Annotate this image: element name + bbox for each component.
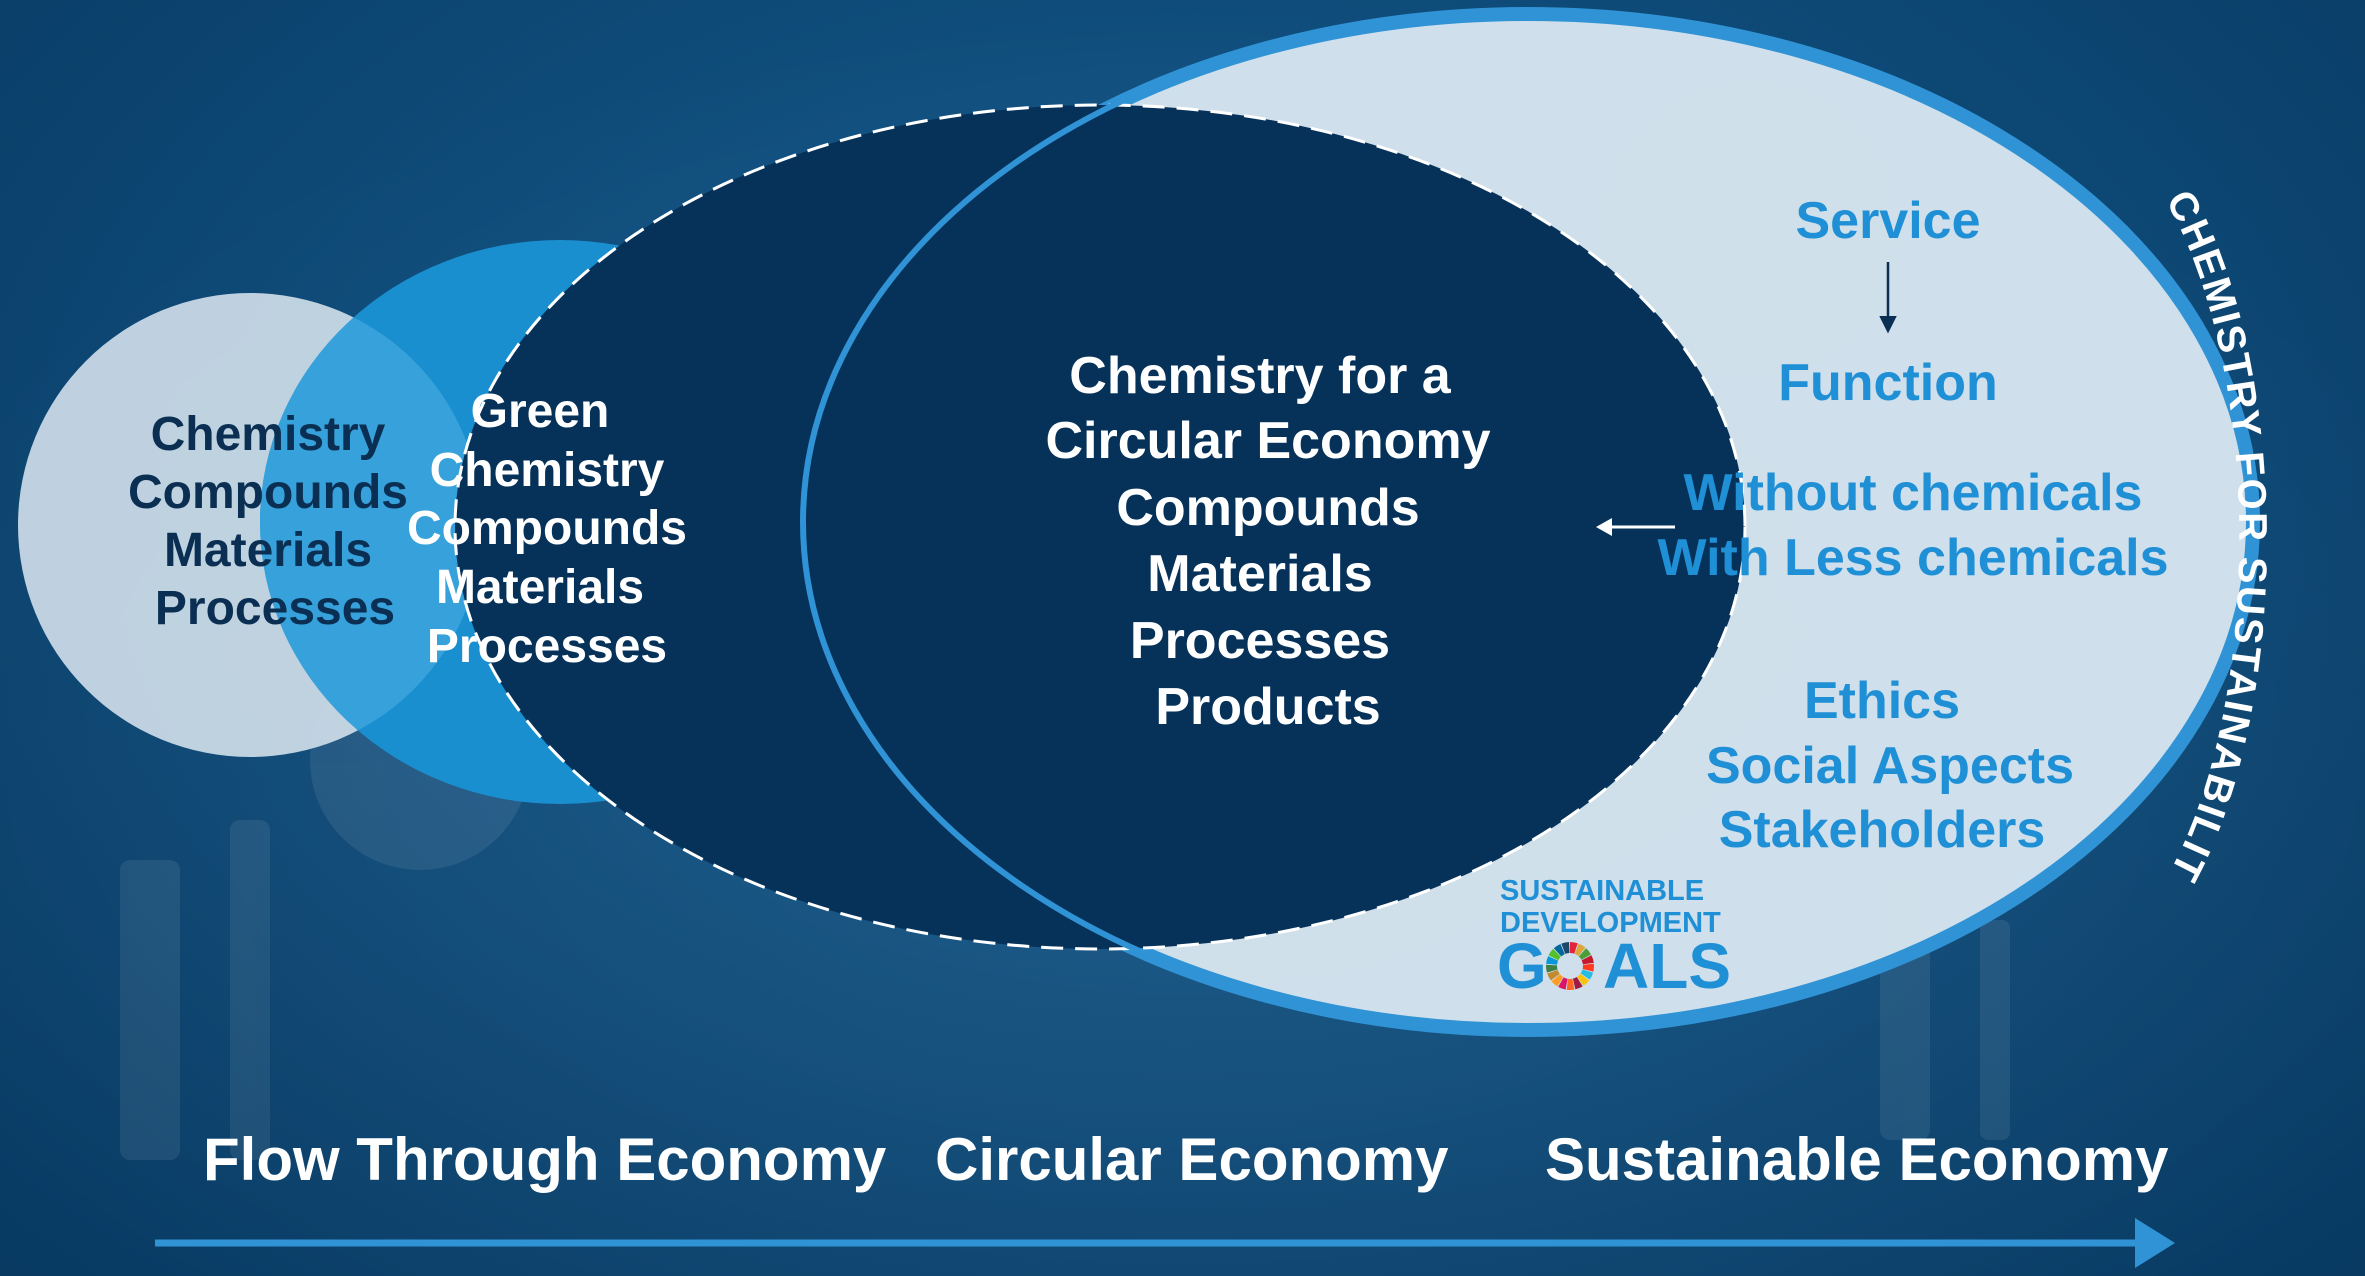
sdg-goals-g: G: [1497, 930, 1547, 1002]
sdg-wheel-segment: [1578, 948, 1592, 960]
green-line-3: Compounds: [407, 502, 687, 555]
arrow-to-circular-center: [1596, 518, 1675, 536]
function-label: Function: [1778, 354, 1998, 412]
green-line-2: Chemistry: [430, 444, 665, 497]
sdg-wheel-segment: [1570, 942, 1578, 954]
economy-labels: Flow Through Economy Circular Economy Su…: [203, 1126, 2169, 1193]
chemistry-line-1: Chemistry: [151, 408, 386, 461]
chemistry-line-3: Materials: [164, 524, 372, 577]
circular-ellipse-text: Chemistry for a Circular Economy Compoun…: [1045, 347, 1490, 736]
sdg-wheel-segment: [1546, 956, 1559, 965]
social-aspects-label: Social Aspects: [1706, 737, 2074, 795]
sdg-wheel-segment: [1577, 973, 1590, 986]
sdg-line-2: DEVELOPMENT: [1500, 907, 1721, 939]
green-chemistry-ellipse-text: Green Chemistry Compounds Materials Proc…: [407, 385, 687, 673]
sdg-wheel-segment: [1574, 943, 1586, 957]
circular-line-4: Materials: [1147, 545, 1372, 603]
sustainability-border-overlay: [800, 11, 2256, 1033]
sdg-goals-rest: ALS: [1603, 930, 1731, 1002]
service-label: Service: [1795, 192, 1980, 250]
sdg-logo: SUSTAINABLE DEVELOPMENT G ALS: [1497, 875, 1731, 1002]
green-line-5: Processes: [427, 620, 667, 673]
sdg-wheel-segment: [1572, 977, 1583, 990]
sdg-wheel-segment: [1558, 977, 1568, 990]
overlap-chemistry-green: [260, 293, 482, 757]
sdg-line-1: SUSTAINABLE: [1500, 875, 1704, 907]
chemistry-line-4: Processes: [155, 582, 395, 635]
green-line-1: Green: [471, 385, 610, 438]
sustainability-ellipse-text: Service Function Without chemicals With …: [1657, 192, 2168, 859]
flow-economy-label: Flow Through Economy: [203, 1126, 887, 1193]
sdg-wheel-segment: [1546, 964, 1558, 973]
circular-economy-label: Circular Economy: [935, 1126, 1449, 1193]
sdg-wheel-segment: [1547, 970, 1560, 981]
chemistry-ellipse-text: Chemistry Compounds Materials Processes: [128, 408, 408, 635]
sdg-wheel-segment: [1561, 942, 1570, 954]
green-line-4: Materials: [436, 561, 644, 614]
with-less-chemicals-label: With Less chemicals: [1657, 529, 2168, 587]
circular-line-1: Chemistry for a: [1069, 347, 1452, 405]
ellipse-circular-economy: [453, 103, 1747, 951]
circular-line-6: Products: [1155, 678, 1380, 736]
circular-line-2: Circular Economy: [1045, 412, 1490, 470]
sdg-wheel-segment: [1548, 948, 1561, 961]
sdg-wheel-icon: [1546, 942, 1594, 991]
circular-line-3: Compounds: [1116, 479, 1419, 537]
stakeholders-label: Stakeholders: [1719, 801, 2046, 859]
economy-progress-arrow: [155, 1218, 2175, 1268]
sdg-wheel-segment: [1581, 955, 1594, 965]
sdg-wheel-segment: [1553, 943, 1565, 957]
sdg-wheel-segment: [1566, 978, 1575, 991]
ethics-label: Ethics: [1804, 672, 1960, 730]
without-chemicals-label: Without chemicals: [1684, 464, 2143, 522]
sdg-wheel-segment: [1580, 969, 1594, 980]
sustainable-economy-label: Sustainable Economy: [1545, 1126, 2169, 1193]
chemistry-line-2: Compounds: [128, 466, 408, 519]
sdg-wheel-segment: [1582, 963, 1594, 972]
sdg-wheel-segment: [1551, 974, 1564, 987]
circular-line-5: Processes: [1130, 612, 1390, 670]
